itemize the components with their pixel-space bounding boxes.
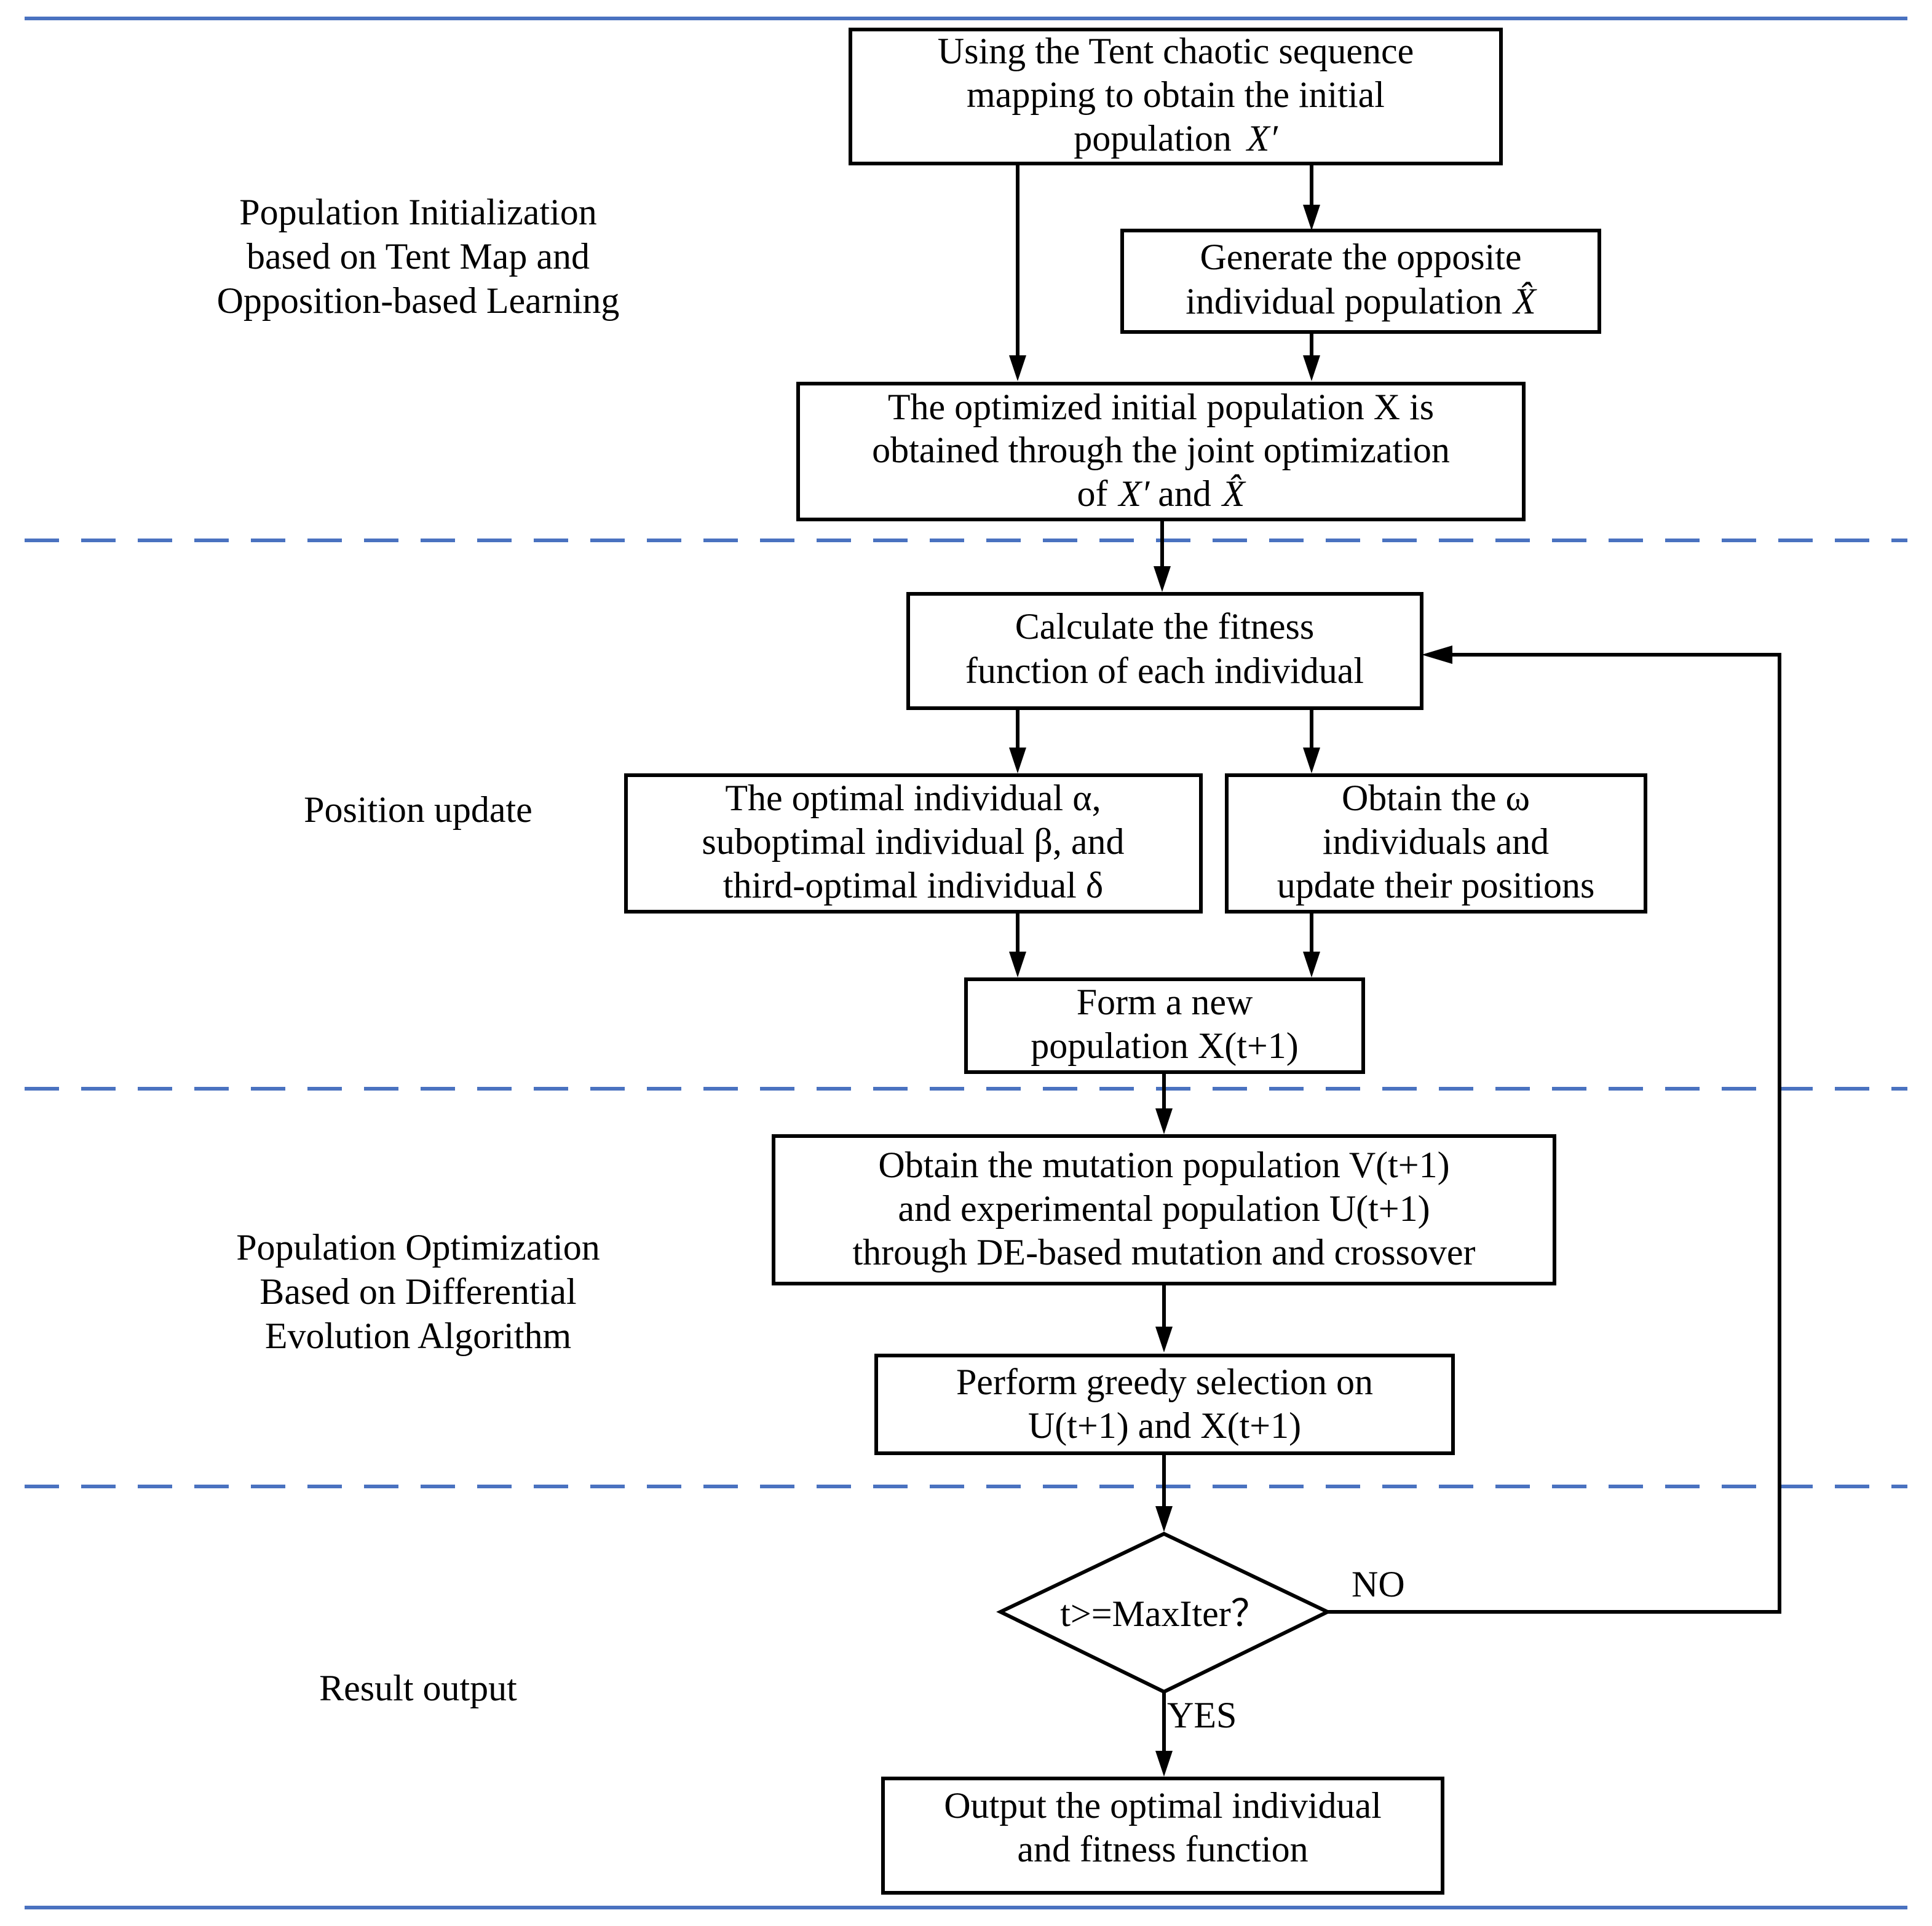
- arrowhead: [1009, 748, 1026, 773]
- branch-label-no: NO: [1352, 1564, 1405, 1604]
- stage-label-line: Based on Differential: [259, 1271, 576, 1312]
- stage-label-line: based on Tent Map and: [247, 236, 590, 277]
- box-line: population X′: [1074, 118, 1278, 159]
- branch-label-yes: YES: [1167, 1695, 1237, 1735]
- box-line: U(t+1) and X(t+1): [1028, 1405, 1301, 1446]
- stage-label-initialization: Population Initialization based on Tent …: [217, 192, 620, 321]
- box-line: Calculate the fitness: [1015, 606, 1315, 647]
- box-joint-optimization: The optimized initial population X is ob…: [796, 382, 1526, 521]
- box-omega-individuals: Obtain the ω individuals and update thei…: [1225, 773, 1647, 914]
- box-line-text: and: [1158, 473, 1211, 514]
- stage-label-line: Result output: [319, 1668, 517, 1708]
- arrowhead: [1303, 748, 1320, 773]
- box-line: Perform greedy selection on: [956, 1362, 1373, 1402]
- box-line: Obtain the mutation population V(t+1): [878, 1145, 1449, 1185]
- box-line: and fitness function: [1017, 1829, 1308, 1869]
- box-optimal-individuals: The optimal individual α, suboptimal ind…: [624, 773, 1203, 914]
- box-line: Obtain the ω: [1342, 778, 1530, 818]
- box-new-population: Form a new population X(t+1): [964, 977, 1365, 1074]
- arrowhead: [1009, 952, 1026, 977]
- arrowhead: [1303, 355, 1320, 381]
- box-opposite-population: Generate the opposite individual populat…: [1120, 229, 1601, 334]
- box-line: population X(t+1): [1031, 1025, 1298, 1066]
- arrowhead: [1155, 1506, 1173, 1532]
- box-line: suboptimal individual β, and: [702, 821, 1124, 862]
- box-line-text: individual population: [1186, 281, 1502, 322]
- box-mutation-crossover: Obtain the mutation population V(t+1) an…: [772, 1134, 1556, 1285]
- stage-label-line: Evolution Algorithm: [265, 1316, 571, 1356]
- box-line: and experimental population U(t+1): [898, 1188, 1430, 1229]
- stage-label-line: Opposition-based Learning: [217, 280, 620, 321]
- arrowhead: [1154, 566, 1171, 592]
- symbol-x-hat: X̂: [1512, 281, 1537, 322]
- box-line: function of each individual: [965, 650, 1364, 691]
- stage-label-result-output: Result output: [319, 1668, 517, 1708]
- arrowhead: [1303, 952, 1320, 977]
- box-greedy-selection: Perform greedy selection on U(t+1) and X…: [874, 1354, 1455, 1455]
- box-line: Form a new: [1077, 982, 1253, 1022]
- box-output-result: Output the optimal individual and fitnes…: [881, 1777, 1444, 1895]
- box-line: mapping to obtain the initial: [967, 74, 1385, 115]
- box-line: update their positions: [1277, 865, 1595, 906]
- symbol-x-hat: X̂: [1221, 473, 1246, 514]
- arrowhead: [1155, 1751, 1173, 1777]
- box-line: Output the optimal individual: [944, 1785, 1382, 1826]
- arrowhead: [1155, 1108, 1173, 1134]
- stage-label-position-update: Position update: [304, 789, 532, 830]
- decision-max-iteration: t>=MaxIter？: [996, 1531, 1332, 1694]
- decision-label: t>=MaxIter？: [1060, 1593, 1268, 1634]
- arrowhead: [1422, 645, 1452, 664]
- stage-label-line: Population Initialization: [239, 192, 597, 232]
- box-tent-initialization: Using the Tent chaotic sequence mapping …: [849, 28, 1503, 165]
- symbol-x-prime: X′: [1117, 473, 1150, 514]
- stage-label-line: Position update: [304, 789, 532, 830]
- box-line: third-optimal individual δ: [723, 865, 1103, 906]
- box-line: The optimal individual α,: [725, 778, 1101, 818]
- stage-label-line: Population Optimization: [236, 1227, 600, 1268]
- arrowhead: [1303, 205, 1320, 231]
- connectors: [1009, 165, 1781, 1777]
- box-calculate-fitness: Calculate the fitness function of each i…: [906, 592, 1423, 710]
- box-line: Generate the opposite: [1200, 237, 1521, 277]
- box-line-text: of: [1077, 473, 1107, 514]
- arrowhead: [1009, 355, 1026, 381]
- box-line: through DE-based mutation and crossover: [852, 1232, 1475, 1273]
- loop-back-connector: [1328, 653, 1781, 1614]
- box-line: The optimized initial population X is: [888, 387, 1434, 427]
- arrowhead: [1155, 1327, 1173, 1352]
- symbol-x-prime: X′: [1246, 118, 1278, 159]
- box-line-text: population: [1074, 118, 1232, 159]
- box-line: individuals and: [1323, 821, 1549, 862]
- box-line: Using the Tent chaotic sequence: [938, 31, 1414, 71]
- box-line: obtained through the joint optimization: [872, 430, 1450, 470]
- stage-label-optimization: Population Optimization Based on Differe…: [236, 1227, 600, 1356]
